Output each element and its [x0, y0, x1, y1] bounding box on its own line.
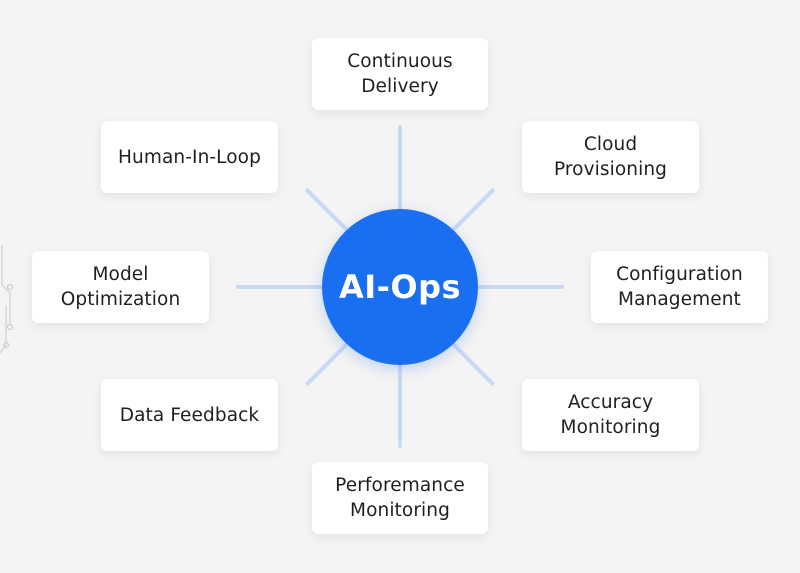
node-continuous-delivery: Continuous Delivery: [312, 38, 488, 110]
node-label: Configuration Management: [616, 264, 743, 310]
node-label: Perforemance Monitoring: [335, 475, 465, 521]
node-label: Continuous Delivery: [347, 51, 453, 97]
ai-ops-hub: AI-Ops: [322, 209, 478, 365]
spoke-bottom: [398, 360, 402, 448]
node-model-optimization: Model Optimization: [32, 251, 209, 323]
spoke-right: [472, 285, 564, 289]
hub-label: AI-Ops: [338, 268, 462, 306]
node-label: Model Optimization: [60, 264, 181, 310]
node-accuracy-monitoring: Accuracy Monitoring: [522, 379, 699, 451]
node-configuration-management: Configuration Management: [591, 251, 768, 323]
circuit-trace-decoration: [0, 245, 14, 354]
node-data-feedback: Data Feedback: [101, 379, 278, 451]
node-label: Human-In-Loop: [118, 146, 261, 168]
spoke-top: [398, 125, 402, 215]
spoke-left: [236, 285, 328, 289]
node-performance-monitoring: Perforemance Monitoring: [312, 462, 488, 534]
node-human-in-loop: Human-In-Loop: [101, 121, 278, 193]
node-label: Accuracy Monitoring: [560, 392, 661, 438]
node-cloud-provisioning: Cloud Provisioning: [522, 121, 699, 193]
node-label: Cloud Provisioning: [553, 134, 668, 180]
node-label: Data Feedback: [119, 404, 260, 426]
